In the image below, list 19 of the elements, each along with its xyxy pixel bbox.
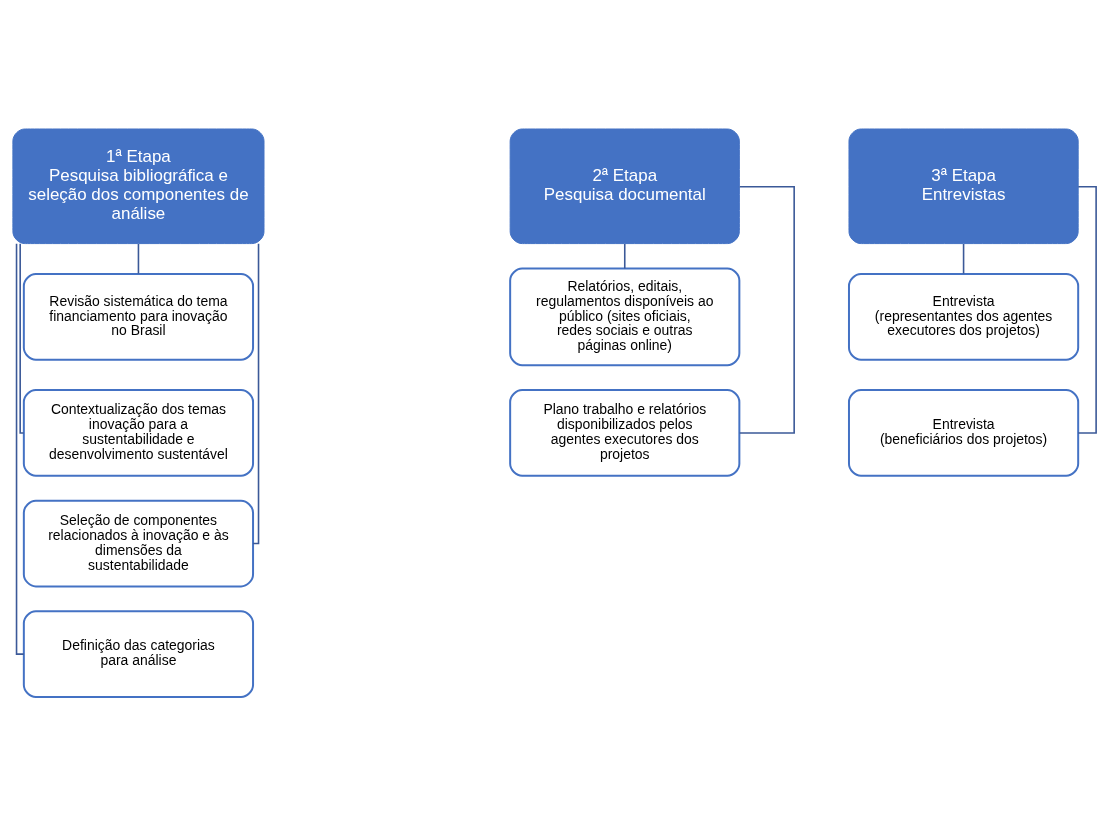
connector — [738, 185, 795, 434]
node-box: Definição das categorias para análise — [22, 609, 255, 698]
node-box: 2ª Etapa Pesquisa documental — [509, 128, 740, 244]
node-box: 3ª Etapa Entrevistas — [848, 128, 1079, 244]
connector — [19, 242, 25, 434]
node-box: Entrevista (beneficiários dos projetos) — [848, 388, 1080, 477]
connector — [137, 242, 140, 274]
connector — [15, 242, 25, 655]
node-box: Revisão sistemática do tema financiamento para inovação no Brasil — [22, 272, 255, 361]
connector — [1077, 185, 1097, 434]
connector — [623, 242, 626, 269]
node-box: 1ª Etapa Pesquisa bibliográfica e seleção dos componentes de análise — [12, 128, 265, 244]
node-box: Relatórios, editais, regulamentos disponíveis ao público (sites oficiais, redes sociais e outras páginas online) — [509, 267, 741, 366]
node-box: Seleção de componentes relacionados à inovação e às dimensões da sustentabilidade — [22, 499, 255, 587]
connector — [252, 242, 260, 544]
node-box: Contextualização dos temas inovação para a sustentabilidade e desenvolvimento sustentável — [22, 388, 255, 477]
connector — [962, 242, 965, 274]
node-box: Entrevista (representantes dos agentes executores dos projetos) — [848, 272, 1080, 361]
node-box: Plano trabalho e relatórios disponibilizados pelos agentes executores dos projetos — [509, 388, 741, 477]
